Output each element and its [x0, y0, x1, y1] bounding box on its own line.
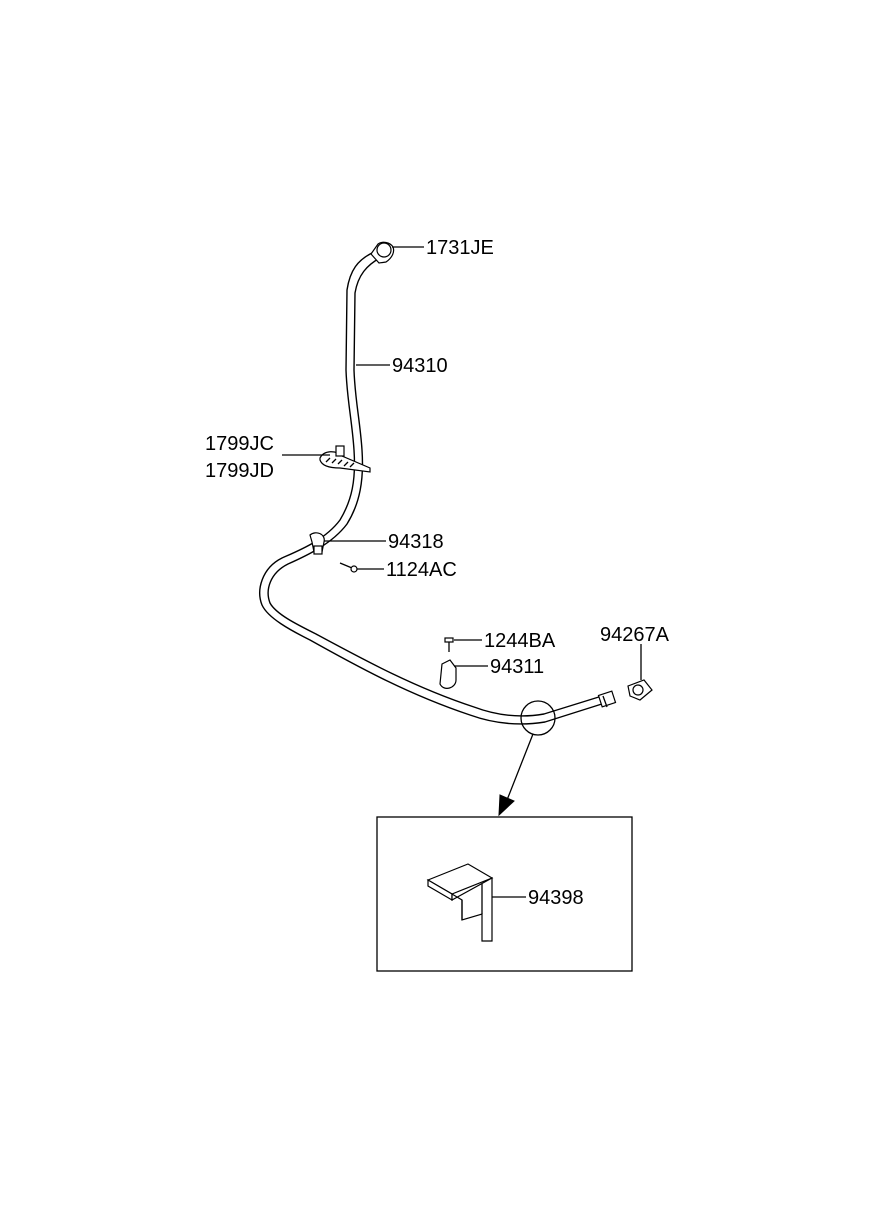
label-1244ba[interactable]: 1244BA — [484, 630, 556, 652]
hose-nozzle[interactable] — [597, 690, 617, 708]
detail-callout-circle — [520, 700, 556, 736]
label-1731je[interactable]: 1731JE — [426, 237, 494, 259]
detail-arrow — [498, 733, 534, 817]
cap-1731je[interactable] — [370, 241, 395, 264]
detail-box — [376, 816, 633, 972]
connector-94267a[interactable] — [627, 679, 653, 701]
label-1799jd[interactable]: 1799JD — [205, 460, 274, 482]
cable-tie-1799jc[interactable] — [319, 445, 371, 473]
label-94267a[interactable]: 94267A — [600, 624, 670, 646]
screw-1124ac[interactable] — [339, 562, 358, 573]
hose-94310[interactable] — [259, 252, 606, 725]
bolt-1244ba[interactable] — [444, 637, 454, 652]
label-1124ac[interactable]: 1124AC — [386, 559, 457, 581]
label-94318[interactable]: 94318 — [388, 531, 444, 553]
bracket-94311[interactable] — [439, 659, 457, 689]
label-94311[interactable]: 94311 — [490, 656, 544, 678]
label-94398[interactable]: 94398 — [528, 887, 584, 909]
label-94310[interactable]: 94310 — [392, 355, 448, 377]
bracket-94398[interactable] — [426, 863, 494, 942]
clamp-94318[interactable] — [309, 532, 325, 555]
label-1799jc[interactable]: 1799JC — [205, 433, 274, 455]
